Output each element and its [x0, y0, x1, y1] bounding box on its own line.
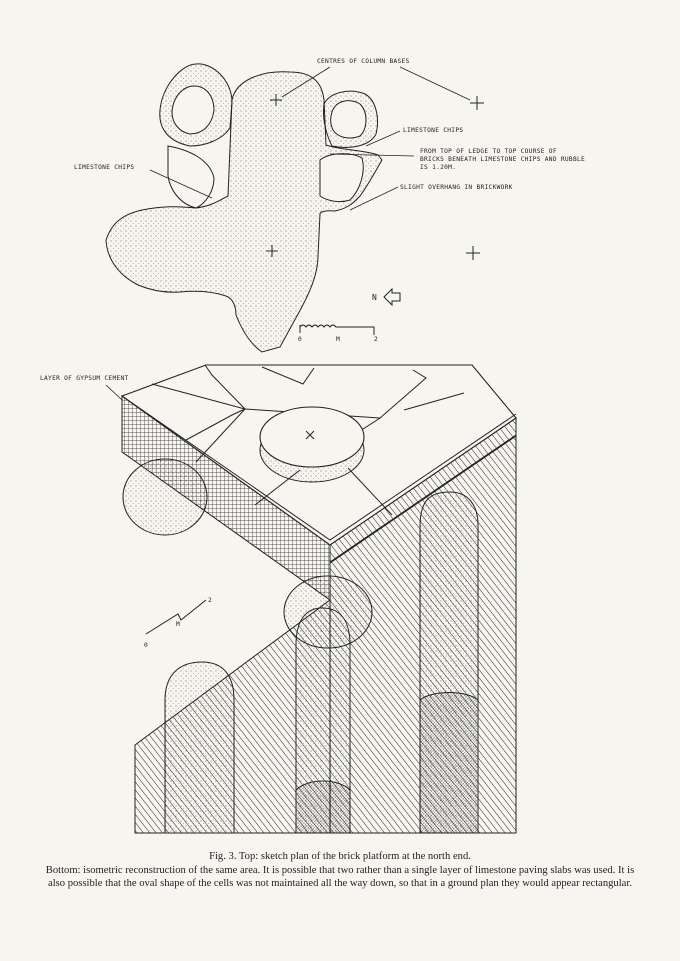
label-overhang: SLIGHT OVERHANG IN BRICKWORK: [400, 184, 513, 191]
iso-scale-2: 2: [208, 597, 212, 604]
plan-scale-m: M: [336, 336, 340, 343]
label-centres: CENTRES OF COLUMN BASES: [317, 58, 410, 65]
label-gypsum: LAYER OF GYPSUM CEMENT: [40, 375, 129, 382]
cell-oval-left: [122, 458, 208, 536]
label-ledge-line2: BRICKS BENEATH LIMESTONE CHIPS AND RUBBL…: [420, 156, 585, 163]
brick-platform-plan: [105, 71, 383, 353]
iso-scale-bar: [145, 599, 207, 635]
plan-scale-0: 0: [298, 336, 302, 343]
figure-caption-body: Bottom: isometric reconstruction of the …: [45, 865, 635, 889]
plan-scale-2: 2: [374, 336, 378, 343]
label-ledge-line3: IS 1.20M.: [420, 164, 456, 171]
column-centre-icon: [305, 430, 315, 440]
isometric-reconstruction: LAYER OF GYPSUM CEMENT 0 M 2: [40, 364, 517, 834]
label-limestone-left: LIMESTONE CHIPS: [74, 164, 134, 171]
iso-scale-m: M: [176, 621, 180, 628]
north-arrow-icon: [383, 287, 401, 307]
figure-caption-title: Fig. 3. Top: sketch plan of the brick pl…: [209, 851, 471, 862]
plan-scale-bar: [299, 324, 375, 335]
cell-shaft-left: [164, 661, 235, 834]
iso-scale-0: 0: [144, 642, 148, 649]
sketch-plan: CENTRES OF COLUMN BASES LIMESTONE CHIPS …: [74, 58, 585, 353]
column-centre-marks: [266, 94, 484, 260]
cell-shaft-middle: [295, 607, 351, 834]
label-ledge-line1: FROM TOP OF LEDGE TO TOP COURSE OF: [420, 148, 557, 155]
north-label: N: [372, 293, 377, 302]
label-limestone-right: LIMESTONE CHIPS: [403, 127, 463, 134]
